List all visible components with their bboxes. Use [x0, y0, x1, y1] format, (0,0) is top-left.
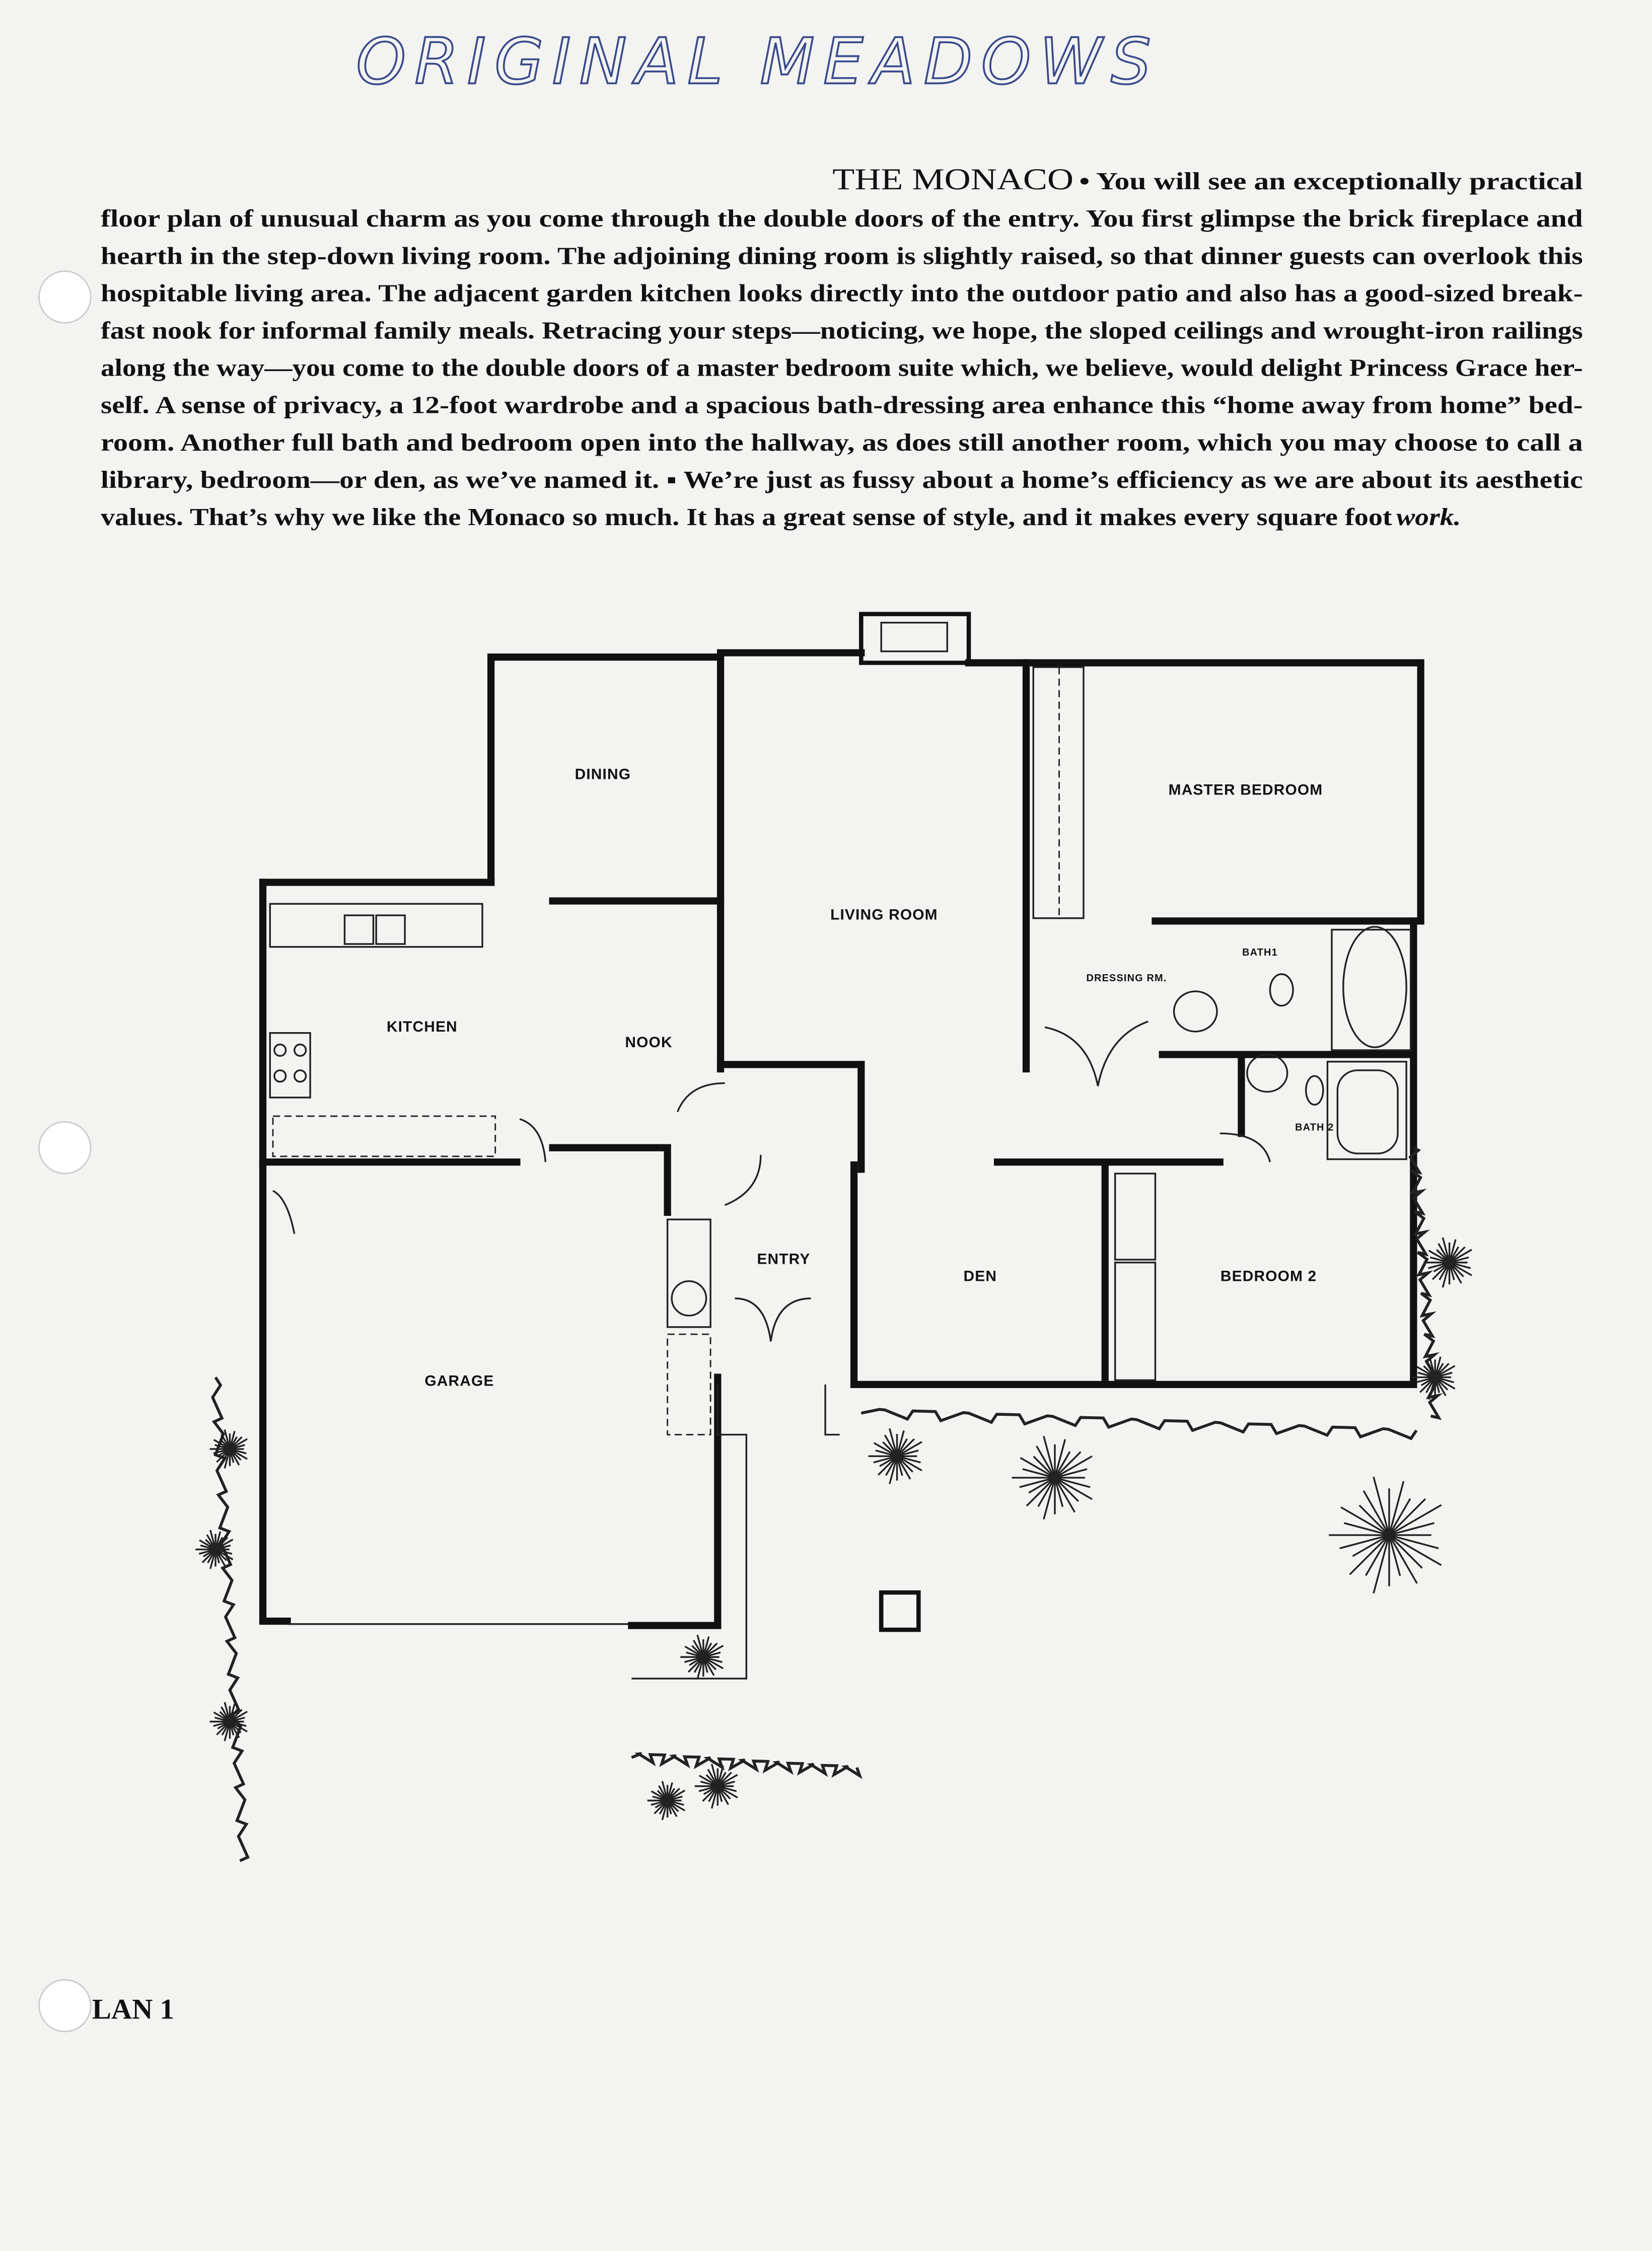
paragraph-line: • You will see an exceptionally practica… — [1079, 168, 1583, 195]
paragraph-line: values. That’s why we like the Monaco so… — [101, 504, 1392, 531]
shrub-icon — [694, 1764, 738, 1809]
paragraph-line: hearth in the step-down living room. The… — [101, 243, 1583, 269]
shrub-icon — [647, 1781, 686, 1821]
shrub-icon — [209, 1702, 248, 1741]
room-label-bath2: BATH 2 — [1295, 1122, 1334, 1133]
fireplace — [859, 612, 971, 665]
hedge-icon — [631, 1752, 863, 1779]
hole-punch — [38, 270, 92, 324]
paragraph-line: along the way—you come to the double doo… — [101, 355, 1583, 382]
room-label-living-room: LIVING ROOM — [830, 907, 938, 923]
plan-label: LAN 1 — [92, 1993, 174, 2025]
landscaping — [195, 1146, 1472, 1862]
paragraph-line: room. Another full bath and bedroom open… — [101, 429, 1583, 456]
shrub-icon — [195, 1530, 234, 1569]
handwritten-title: ORIGINAL MEADOWS — [356, 25, 1160, 98]
room-label-kitchen: KITCHEN — [387, 1019, 458, 1035]
paragraph-line: fast nook for informal family meals. Ret… — [101, 318, 1583, 344]
hedge-icon — [860, 1408, 1418, 1440]
paragraph-line: library, bedroom—or den, as we’ve named … — [101, 467, 1583, 493]
room-label-den: DEN — [964, 1268, 997, 1285]
shrub-icon — [1423, 1237, 1472, 1288]
room-label-entry: ENTRY — [757, 1251, 810, 1267]
shrub-icon — [1329, 1477, 1442, 1594]
hole-punch — [38, 1121, 92, 1175]
shrub-icon — [680, 1634, 724, 1680]
shrub-icon — [1012, 1436, 1093, 1520]
room-label-master-bedroom: MASTER BEDROOM — [1169, 782, 1323, 798]
room-label-dressing-rm: DRESSING RM. — [1087, 973, 1167, 984]
paragraph-line: hospitable living area. The adjacent gar… — [101, 280, 1583, 307]
hedge-icon — [211, 1376, 250, 1862]
room-label-nook: NOOK — [625, 1034, 672, 1051]
description-paragraph: THE MONACO • You will see an exceptional… — [101, 163, 1583, 531]
paragraph-line: self. A sense of privacy, a 12-foot ward… — [101, 392, 1583, 419]
paragraph-line: floor plan of unusual charm as you come … — [101, 205, 1583, 232]
hole-punch — [38, 1979, 92, 2032]
shrub-icon — [209, 1429, 248, 1469]
paragraph-italic-word: work. — [1396, 504, 1461, 531]
hedge-icon — [1408, 1146, 1443, 1420]
room-label-bedroom2: BEDROOM 2 — [1220, 1268, 1317, 1285]
floor-plan: DINING MASTER BEDROOM LIVING ROOM KITCHE… — [259, 612, 1424, 1680]
heading: THE MONACO — [832, 163, 1073, 196]
room-label-dining: DINING — [575, 766, 631, 782]
room-label-garage: GARAGE — [424, 1373, 494, 1390]
shrub-icon — [868, 1428, 922, 1484]
room-label-bath1: BATH1 — [1242, 947, 1278, 958]
